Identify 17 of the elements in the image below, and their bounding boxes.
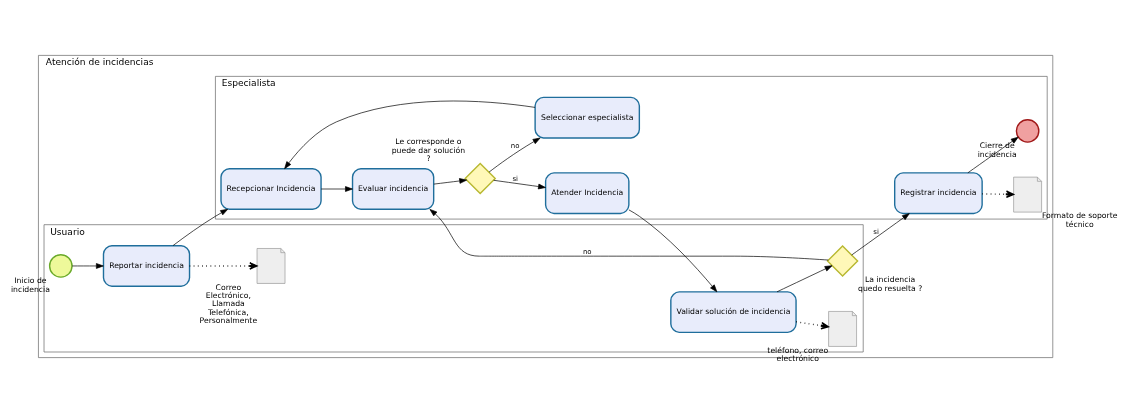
arrow <box>981 189 1015 198</box>
arrow <box>71 262 104 269</box>
arrow <box>284 100 536 169</box>
arrow <box>433 177 467 184</box>
arrow <box>172 208 229 246</box>
arrow <box>776 264 833 292</box>
arrow <box>320 185 353 192</box>
arrow <box>795 320 830 330</box>
arrow <box>429 208 829 260</box>
arrow <box>628 209 718 292</box>
node-diamond <box>464 162 497 195</box>
arrow <box>851 212 910 255</box>
node-circle <box>1015 118 1040 143</box>
arrow <box>488 137 541 172</box>
arrow <box>967 136 1019 173</box>
arrow <box>493 179 546 189</box>
node-circle <box>48 253 73 278</box>
